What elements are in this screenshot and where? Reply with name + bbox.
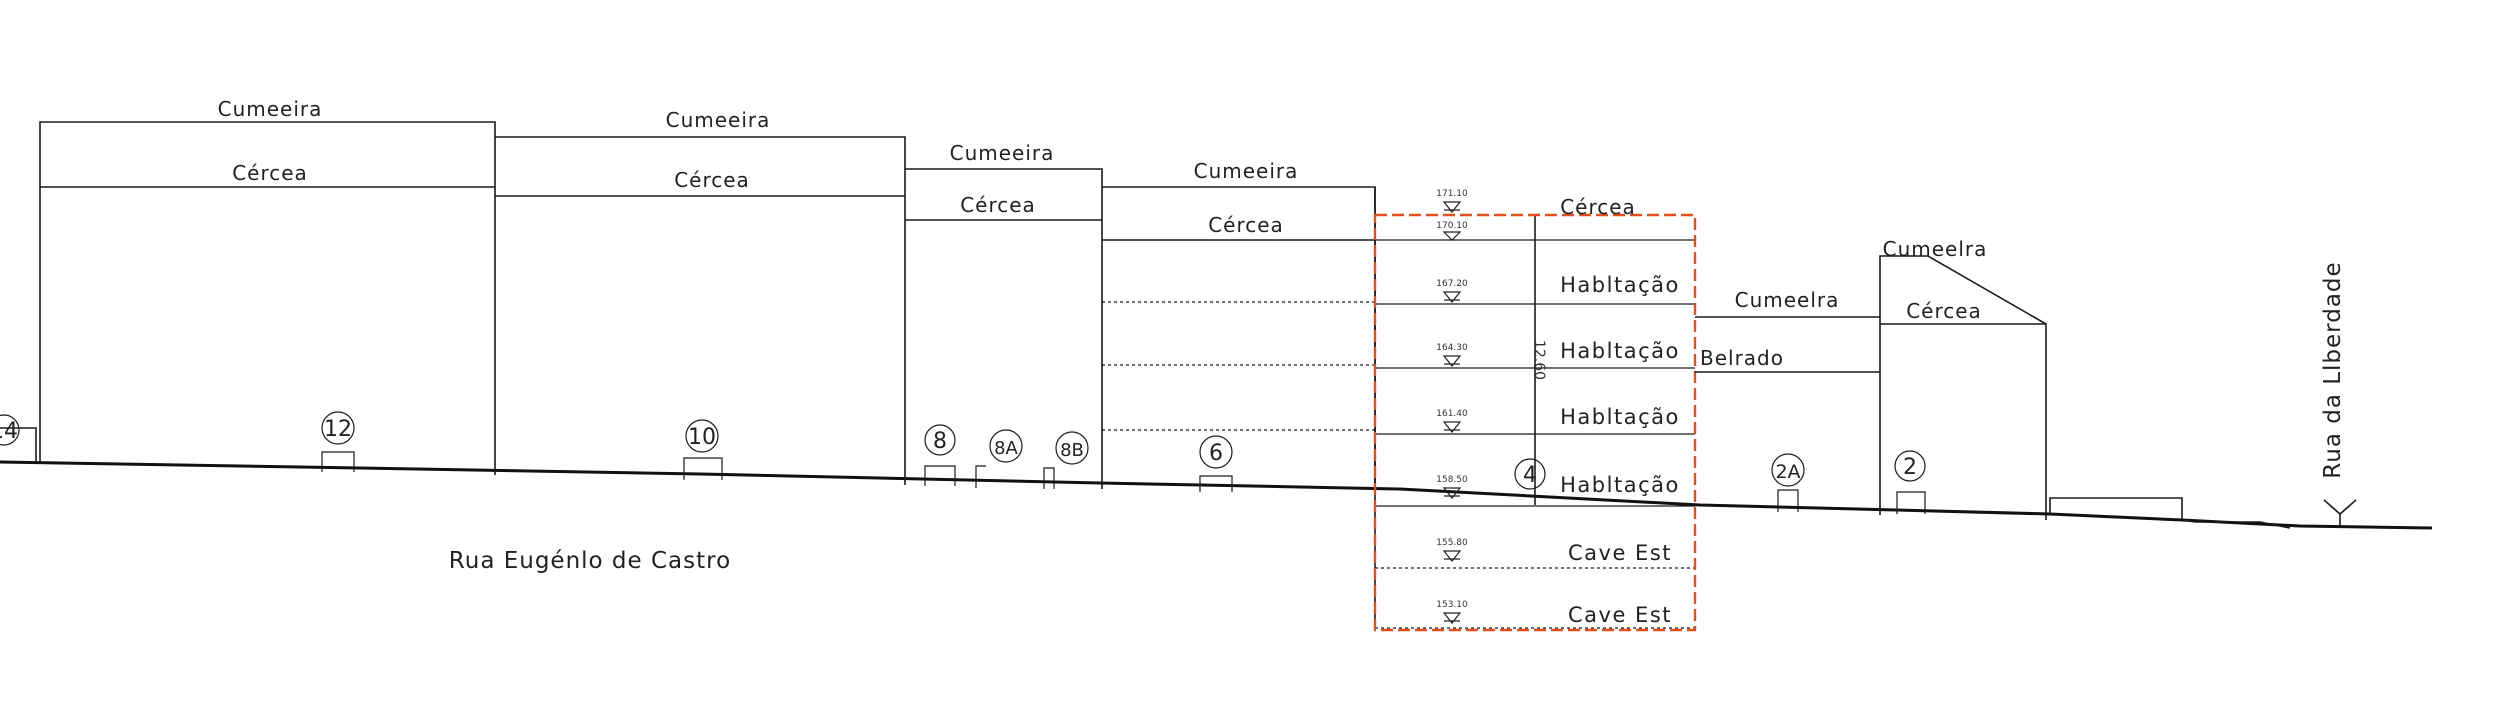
building-8-number: 8 bbox=[933, 429, 947, 454]
building-10-number: 10 bbox=[688, 425, 716, 450]
level-value: 158.50 bbox=[1436, 475, 1468, 485]
building-4-cercea-label: Cércea bbox=[1560, 195, 1636, 219]
level-value: 155.80 bbox=[1436, 538, 1468, 548]
street-label-right: Rua da Llberdade bbox=[2320, 261, 2346, 478]
building-12-number: 12 bbox=[324, 417, 352, 442]
building-6-number-circle bbox=[1199, 435, 1233, 469]
building-14-number: 14 bbox=[0, 419, 18, 444]
level-marker-153: 153.10 bbox=[1436, 600, 1468, 624]
floor-use-label: Habltação bbox=[1560, 273, 1680, 297]
building-2a-cumeeira-label: Cumeelra bbox=[1735, 288, 1840, 312]
building-12-outline bbox=[39, 121, 496, 475]
pavement-ramp bbox=[2181, 519, 2291, 529]
building-8b-number-circle bbox=[1055, 431, 1089, 465]
building-6: Cumeeira Cércea 6 bbox=[1102, 159, 1376, 492]
building-6-cumeeira-label: Cumeeira bbox=[1194, 159, 1299, 183]
building-14-outline bbox=[0, 427, 37, 462]
building-12: Cumeeira Cércea 12 bbox=[39, 97, 496, 475]
building-10-number-circle bbox=[685, 419, 719, 453]
building-8b-number: 8B bbox=[1060, 440, 1084, 461]
level-value: 164.30 bbox=[1436, 343, 1468, 353]
building-2-cercea-label: Cércea bbox=[1906, 299, 1982, 323]
building-2a: Cumeelra Belrado 2A bbox=[1695, 288, 1880, 512]
building-2: Cumeelra Cércea 2 bbox=[1879, 237, 2047, 520]
building-4-project: Cércea 171.10 170.10 167.20 164.30 161.4… bbox=[1373, 187, 1697, 632]
building-2a-door bbox=[1777, 489, 1799, 512]
level-marker-164: 164.30 bbox=[1436, 343, 1468, 367]
level-marker-155: 155.80 bbox=[1436, 538, 1468, 562]
building-4-number-circle bbox=[1514, 458, 1546, 490]
level-value: 153.10 bbox=[1436, 600, 1468, 610]
floor-use-label: Habltação bbox=[1560, 473, 1680, 497]
building-10-outline bbox=[495, 136, 906, 485]
floor-use-label: Habltação bbox=[1560, 339, 1680, 363]
floor-use-label: Cave Est bbox=[1568, 603, 1672, 627]
building-12-number-circle bbox=[321, 411, 355, 445]
building-8: Cumeeira Cércea 8 8A 8B bbox=[905, 141, 1103, 489]
level-marker-170: 170.10 bbox=[1436, 221, 1468, 241]
building-12-door bbox=[321, 451, 355, 472]
building-10-cercea-label: Cércea bbox=[674, 168, 750, 192]
level-marker-158: 158.50 bbox=[1436, 475, 1468, 499]
building-6-number: 6 bbox=[1209, 441, 1223, 466]
level-value: 167.20 bbox=[1436, 279, 1468, 289]
building-2-number: 2 bbox=[1903, 455, 1917, 480]
building-2a-number-circle bbox=[1771, 453, 1805, 487]
street-ground-line bbox=[0, 460, 2433, 530]
building-2a-number: 2A bbox=[1775, 461, 1800, 483]
level-marker-161: 161.40 bbox=[1436, 409, 1468, 433]
level-value: 170.10 bbox=[1436, 221, 1468, 231]
street-marker-icon bbox=[2323, 499, 2357, 528]
building-6-door bbox=[1199, 475, 1233, 492]
building-10-cumeeira-label: Cumeeira bbox=[666, 108, 771, 132]
building-8a-door bbox=[975, 465, 986, 488]
building-2a-beirado-label: Belrado bbox=[1700, 346, 1784, 370]
building-2-door bbox=[1896, 491, 1926, 514]
building-6-cercea-label: Cércea bbox=[1208, 213, 1284, 237]
building-8a-number-circle bbox=[989, 429, 1023, 463]
building-12-cercea-label: Cércea bbox=[232, 161, 308, 185]
building-14-number-badge: 14 bbox=[0, 414, 20, 446]
project-boundary-highlight bbox=[1373, 213, 1697, 632]
level-marker-171: 171.10 bbox=[1436, 189, 1468, 213]
building-8-number-circle bbox=[924, 424, 956, 456]
building-8a-number: 8A bbox=[994, 438, 1018, 459]
building-8-door bbox=[924, 465, 956, 486]
building-8b-door bbox=[1043, 467, 1055, 489]
building-4-height-dimension: 12.60 bbox=[1531, 340, 1547, 380]
building-8-cercea-label: Cércea bbox=[960, 193, 1036, 217]
level-marker-167: 167.20 bbox=[1436, 279, 1468, 303]
building-2-number-circle bbox=[1894, 450, 1926, 482]
floor-use-label: Cave Est bbox=[1568, 541, 1672, 565]
building-2-cumeeira-label: Cumeelra bbox=[1883, 237, 1988, 261]
building-12-cumeeira-label: Cumeeira bbox=[218, 97, 323, 121]
pavement-step bbox=[2049, 497, 2183, 520]
street-label-bottom: Rua Eugénlo de Castro bbox=[449, 548, 731, 574]
building-10: Cumeeira Cércea 10 bbox=[495, 108, 906, 485]
building-10-door bbox=[683, 457, 723, 480]
building-2-outline bbox=[1879, 255, 2047, 520]
building-8-cumeeira-label: Cumeeira bbox=[950, 141, 1055, 165]
floor-use-label: Habltação bbox=[1560, 405, 1680, 429]
level-value: 171.10 bbox=[1436, 189, 1468, 199]
level-value: 161.40 bbox=[1436, 409, 1468, 419]
building-4-number: 4 bbox=[1523, 463, 1537, 488]
building-8-outline bbox=[905, 168, 1103, 489]
